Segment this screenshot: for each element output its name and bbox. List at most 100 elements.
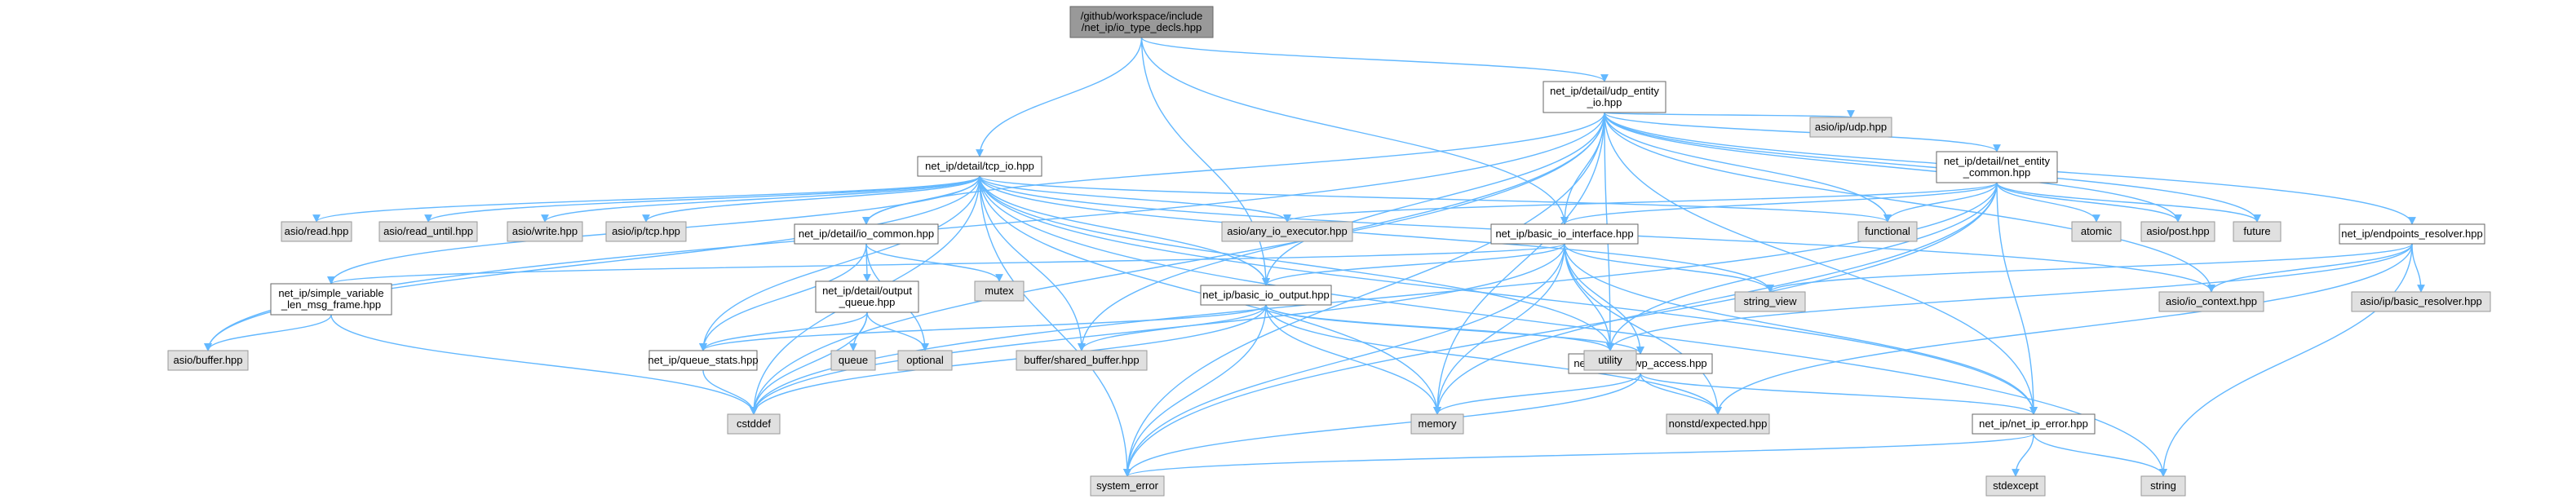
node-box	[507, 221, 583, 242]
node-endpoints-resolver[interactable]: net_ip/endpoints_resolver.hpp	[2339, 223, 2485, 245]
node-box	[974, 280, 1025, 302]
node-output-queue[interactable]: net_ip/detail/output_queue.hpp	[815, 280, 919, 313]
dependency-edge	[1606, 243, 2413, 351]
dependency-edge	[1564, 243, 2038, 415]
dependency-edge	[1123, 243, 1565, 477]
dependency-edge	[1560, 182, 1998, 225]
dependency-edge	[750, 311, 868, 415]
node-label: asio/ip/tcp.hpp	[612, 225, 680, 237]
node-label: net_ip/simple_variable	[278, 287, 383, 299]
node-box	[794, 223, 939, 245]
dependency-edge	[865, 243, 1003, 282]
dependency-edge	[1996, 182, 2100, 223]
node-label: asio/ip/udp.hpp	[1815, 121, 1887, 133]
node-asio-post: asio/post.hpp	[2140, 221, 2215, 242]
node-io-common[interactable]: net_ip/detail/io_common.hpp	[794, 223, 939, 245]
node-box	[1221, 221, 1353, 242]
node-utility: utility	[1583, 350, 1637, 371]
dependency-edge	[1714, 243, 2413, 415]
node-expected: nonstd/expected.hpp	[1666, 413, 1770, 435]
node-label: asio/any_io_executor.hpp	[1227, 225, 1347, 237]
node-basic-resolver: asio/ip/basic_resolver.hpp	[2351, 291, 2491, 312]
dependency-edge	[699, 175, 980, 351]
node-net-ip-error[interactable]: net_ip/net_ip_error.hpp	[1972, 413, 2096, 435]
dependency-edge	[702, 369, 758, 415]
node-label: future	[2243, 225, 2270, 237]
node-layer: /github/workspace/include/net_ip/io_type…	[167, 6, 2491, 497]
dependency-edge	[312, 175, 980, 223]
dependency-edge	[1560, 112, 1605, 225]
node-label: atomic	[2081, 225, 2113, 237]
dependency-edge	[1265, 304, 1441, 415]
dependency-edge	[979, 175, 1774, 293]
node-box	[1985, 475, 2046, 497]
node-label: asio/read_until.hpp	[383, 225, 473, 237]
dependency-edge	[1123, 304, 1267, 477]
node-box	[1490, 223, 1639, 245]
dependency-edge	[699, 311, 868, 351]
dependency-edge	[1766, 243, 2413, 293]
node-label: net_ip/detail/net_entity	[1944, 155, 2051, 167]
node-udp-entity-io[interactable]: net_ip/detail/udp_entity_io.hpp	[1543, 81, 1666, 113]
dependency-edge	[1640, 373, 2038, 415]
dependency-edge	[1265, 304, 1722, 415]
dependency-edge	[976, 37, 1143, 157]
node-label: utility	[1598, 354, 1622, 366]
dependency-edge	[979, 175, 1131, 477]
node-simple-variable[interactable]: net_ip/simple_variable_len_msg_frame.hpp	[270, 283, 392, 316]
dependency-edge	[1604, 112, 1892, 223]
dependency-edge	[1604, 112, 2215, 293]
node-box	[1809, 117, 1892, 138]
dependency-edge	[1996, 182, 2038, 415]
node-box	[1666, 413, 1770, 435]
dependency-edge	[1640, 373, 1722, 415]
node-box	[648, 350, 758, 371]
dependency-edge	[1996, 182, 2182, 223]
dependency-edge	[750, 304, 1267, 415]
dependency-edge	[2159, 243, 2413, 477]
dependency-edge	[2411, 243, 2425, 293]
node-label: net_ip/endpoints_resolver.hpp	[2341, 227, 2482, 240]
node-label: asio/io_context.hpp	[2166, 295, 2257, 307]
node-label: net_ip/detail/udp_entity	[1550, 85, 1659, 97]
dependency-edge	[1604, 112, 2261, 223]
node-root[interactable]: /github/workspace/include/net_ip/io_type…	[1069, 6, 1214, 38]
node-string: string	[2140, 475, 2186, 497]
dependency-edge	[1078, 304, 1267, 351]
node-label: net_ip/basic_io_interface.hpp	[1495, 227, 1633, 240]
dependency-edge	[1123, 182, 1998, 477]
node-label: _io.hpp	[1587, 96, 1622, 108]
node-tcp-io[interactable]: net_ip/detail/tcp_io.hpp	[917, 156, 1042, 177]
node-label: _len_msg_frame.hpp	[281, 298, 381, 311]
node-box	[378, 221, 478, 242]
dependency-edge	[1606, 182, 1998, 351]
node-box	[270, 283, 392, 316]
node-net-entity-common[interactable]: net_ip/detail/net_entity_common.hpp	[1936, 151, 2058, 183]
node-cstddef: cstddef	[727, 413, 781, 435]
dependency-edge	[2012, 433, 2034, 477]
node-box	[1583, 350, 1637, 371]
node-label: asio/ip/basic_resolver.hpp	[2360, 295, 2482, 307]
node-system-error: system_error	[1090, 475, 1165, 497]
dependency-edge	[1140, 37, 1569, 225]
node-queue-stats[interactable]: net_ip/queue_stats.hpp	[648, 350, 759, 371]
node-label: net_ip/detail/output	[822, 285, 912, 297]
dependency-edge	[1996, 182, 2261, 223]
node-box	[2071, 221, 2122, 242]
dependency-edge	[979, 175, 1291, 223]
dependency-edge	[2033, 433, 2167, 477]
node-label: optional	[906, 354, 944, 366]
node-box	[917, 156, 1042, 177]
dependency-edge	[1265, 304, 1614, 351]
dependency-edge	[979, 175, 1270, 286]
dependency-edge	[1140, 37, 1609, 82]
dependency-edge	[750, 243, 1565, 415]
dependency-edge	[1265, 304, 1644, 355]
node-box	[1069, 6, 1214, 38]
node-label: /net_ip/io_type_decls.hpp	[1082, 21, 1202, 33]
node-box	[2140, 221, 2215, 242]
node-basic-io-interface[interactable]: net_ip/basic_io_interface.hpp	[1490, 223, 1639, 245]
node-basic-io-output[interactable]: net_ip/basic_io_output.hpp	[1200, 285, 1332, 306]
node-optional: optional	[897, 350, 953, 371]
node-label: _common.hpp	[1963, 166, 2030, 179]
